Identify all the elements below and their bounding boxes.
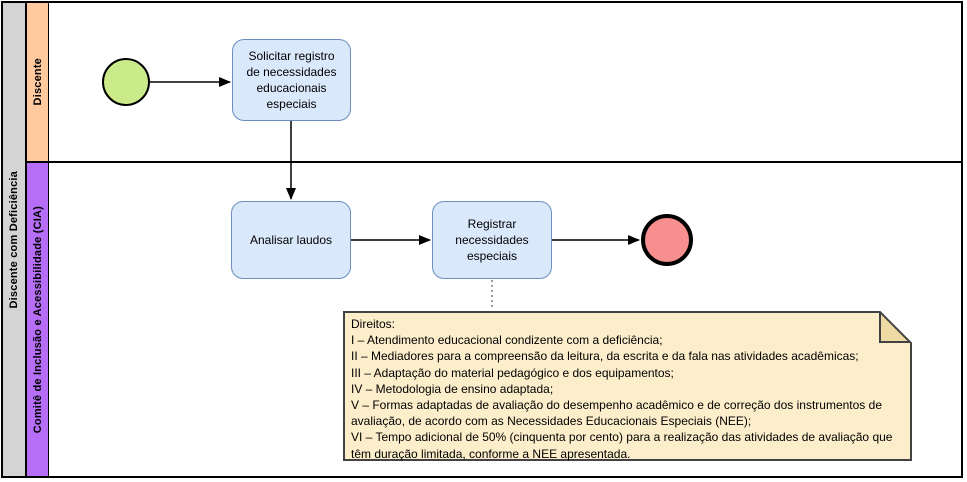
note-text: Direitos: I – Atendimento educacional con… [351,316,904,462]
lane-discente: Discente [27,3,961,163]
lane-title-bar-cia: Comitê de Inclusão e Acessibilidade (CIA… [27,163,49,476]
folded-corner-icon [879,311,912,343]
lane-title-bar-discente: Discente [27,3,49,161]
annotation-note: Direitos: I – Atendimento educacional con… [343,311,912,461]
start-event [102,58,150,106]
note-line: III – Adaptação do material pedagógico e… [351,365,674,380]
task-label: Solicitar registro de necessidades educa… [246,48,337,112]
pool-title-bar: Discente com Deficiência [3,3,27,476]
note-line: V – Formas adaptadas de avaliação do des… [351,398,882,429]
note-line: IV – Metodologia de ensino adaptada; [351,381,554,396]
lanes-container: Discente Comitê de Inclusão e Acessibili… [27,3,961,476]
task-registrar-necessidades: Registrar necessidades especiais [432,201,552,279]
lane-title-cia: Comitê de Inclusão e Acessibilidade (CIA… [31,205,44,434]
lane-title-discente: Discente [31,58,44,106]
task-label: Analisar laudos [249,232,333,247]
note-line: Direitos: [351,317,396,331]
note-line: II – Mediadores para a compreensão da le… [351,349,859,364]
lane-cia: Comitê de Inclusão e Acessibilidade (CIA… [27,163,961,476]
pool-title: Discente com Deficiência [8,170,20,309]
task-label: Registrar necessidades especiais [455,216,529,264]
note-line: I – Atendimento educacional condizente c… [351,333,663,348]
task-analisar-laudos: Analisar laudos [231,201,351,279]
task-solicitar-registro: Solicitar registro de necessidades educa… [232,39,351,121]
end-event [641,214,693,266]
note-line: VI – Tempo adicional de 50% (cinquenta p… [351,430,893,461]
